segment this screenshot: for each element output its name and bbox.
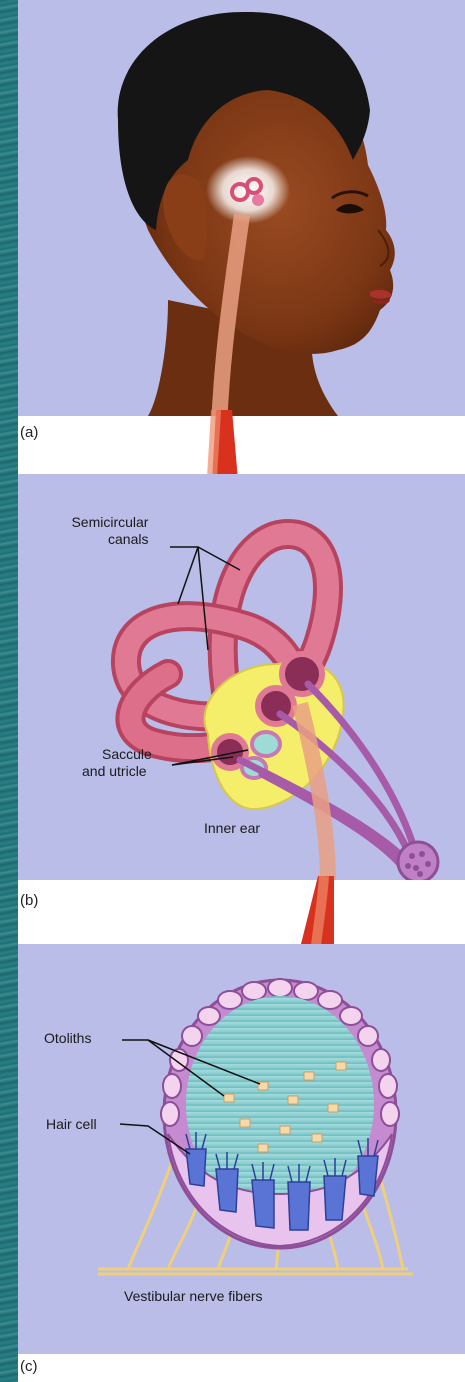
label-hair-cell: Hair cell [46, 1116, 97, 1133]
label-semicircular-canals: Semicircular canals [60, 514, 148, 548]
label-semicircular-canals-line1: Semicircular [60, 514, 148, 531]
utricle [252, 732, 280, 756]
panel-label-c: (c) [20, 1358, 38, 1375]
panel-a-head-illustration [18, 0, 465, 416]
decorative-border [0, 0, 18, 1382]
label-otoliths: Otoliths [44, 1030, 91, 1047]
label-saccule-line1: Saccule [82, 746, 152, 763]
label-saccule-line2: and utricle [82, 763, 152, 780]
label-vestibular-nerve-fibers: Vestibular nerve fibers [124, 1288, 263, 1305]
panel-c-otolith-organ: Otoliths Hair cell Vestibular nerve fibe… [18, 944, 465, 1354]
head-illustration [18, 0, 465, 416]
caption-strip-c [18, 1354, 465, 1382]
label-saccule-and-utricle: Saccule and utricle [82, 746, 152, 780]
label-semicircular-canals-line2: canals [60, 531, 148, 548]
panel-b-inner-ear: Semicircular canals Saccule and utricle … [18, 474, 465, 880]
label-inner-ear: Inner ear [204, 820, 260, 837]
